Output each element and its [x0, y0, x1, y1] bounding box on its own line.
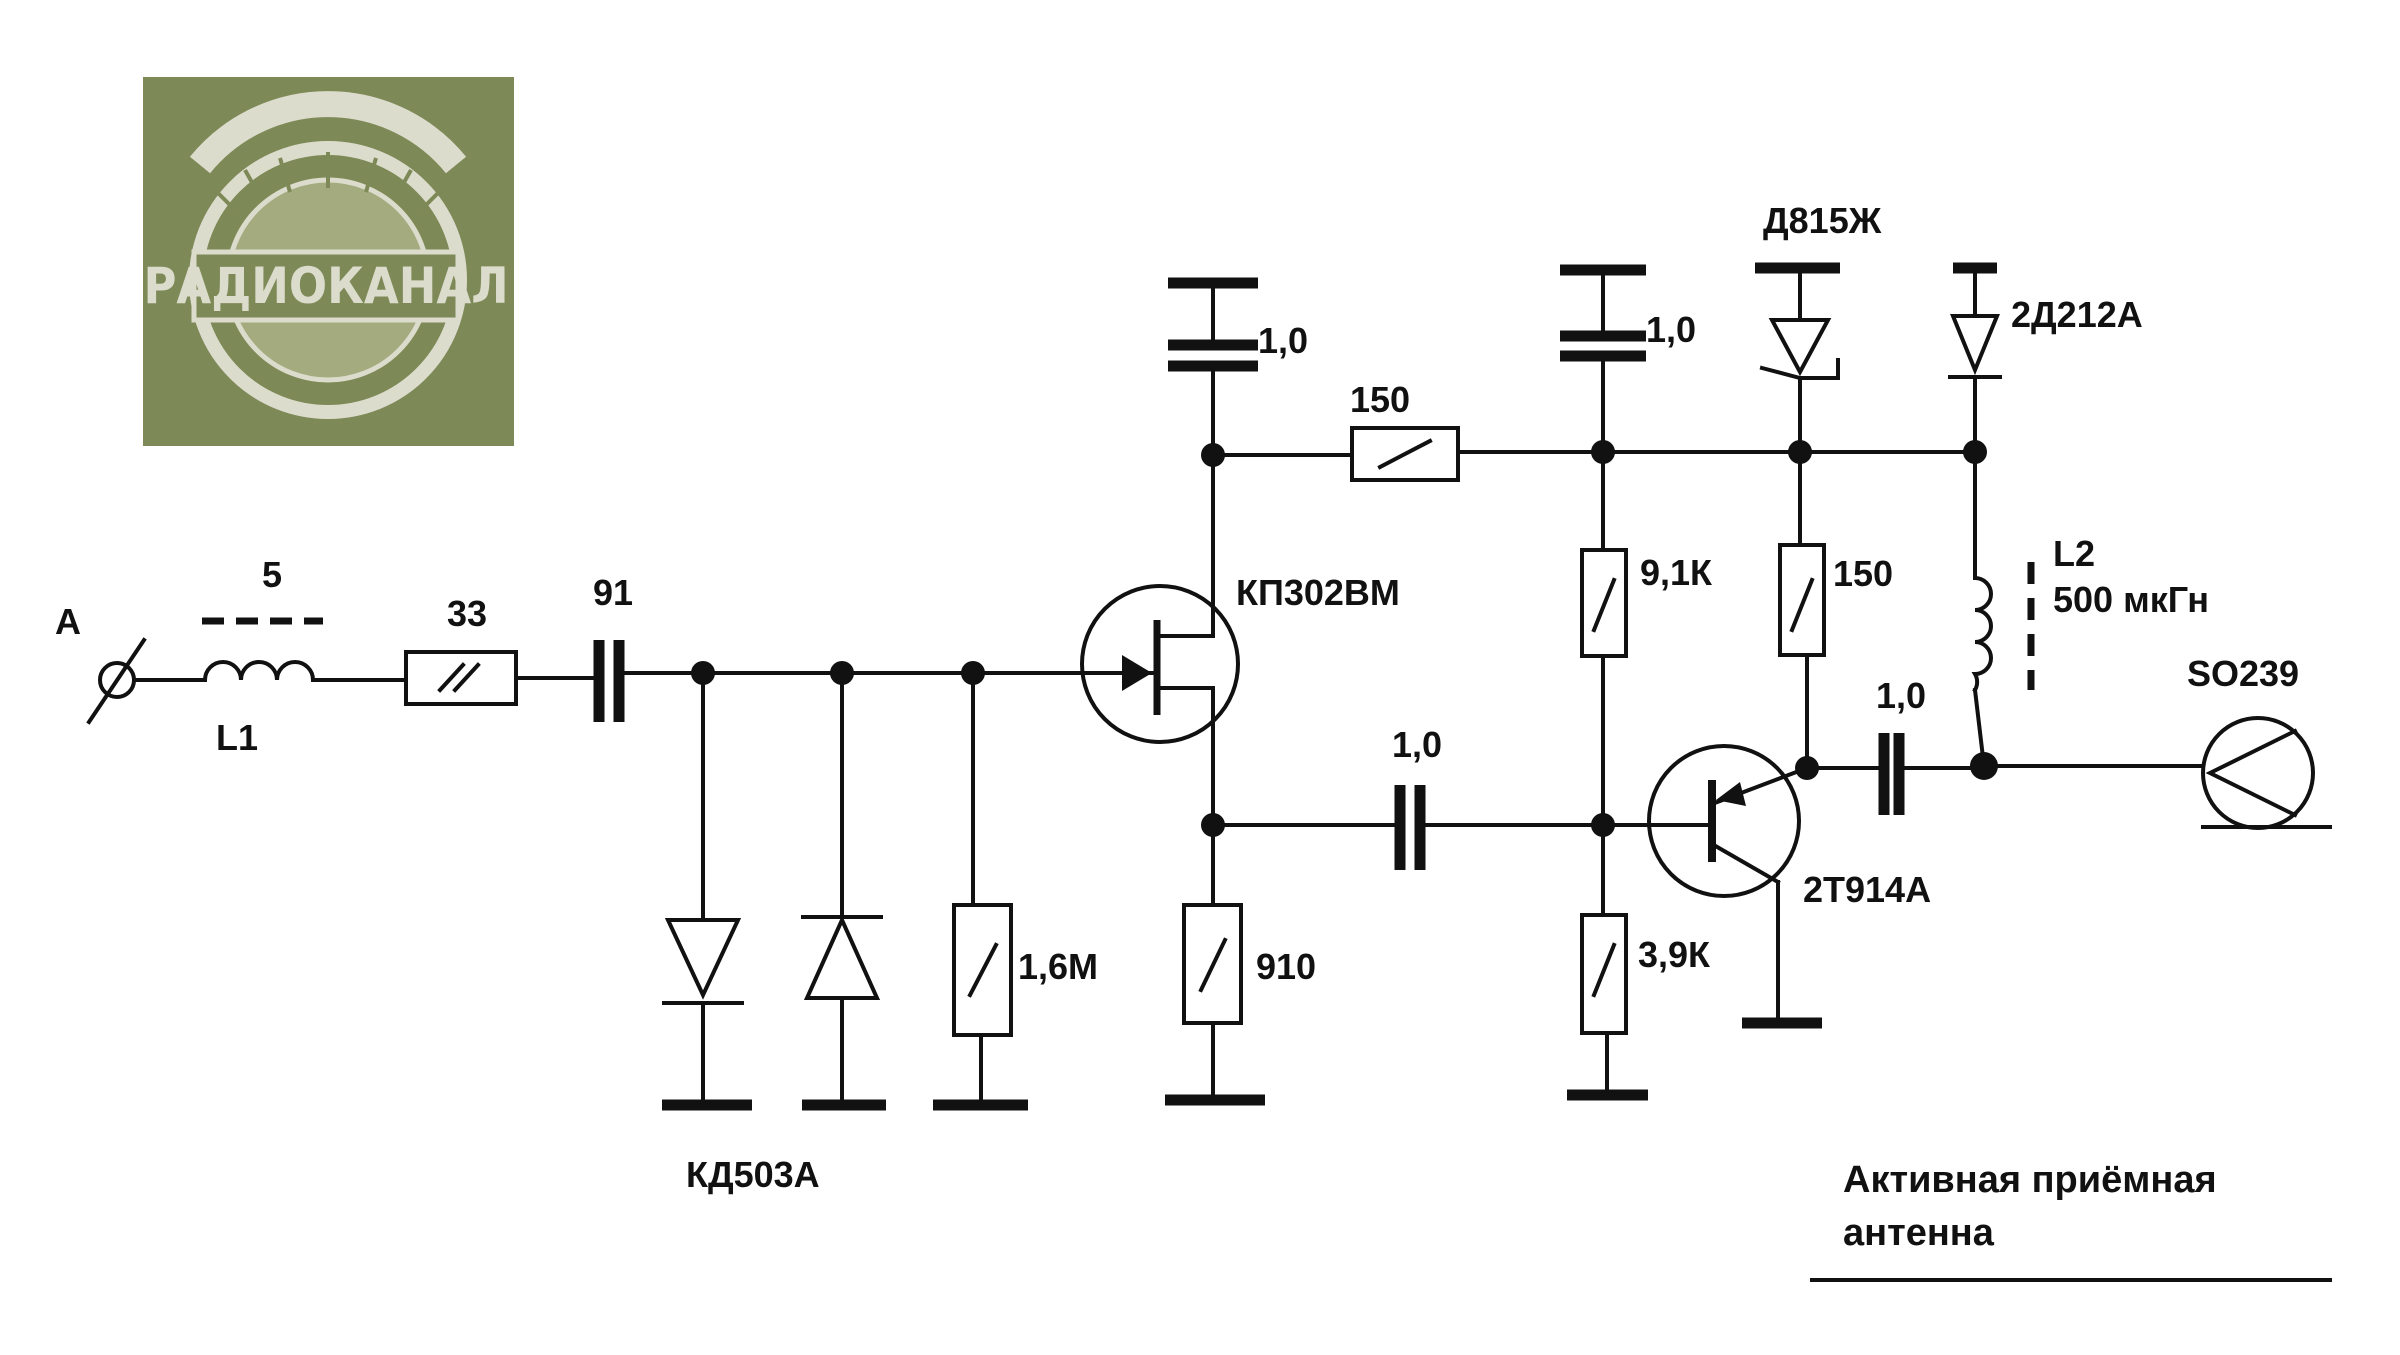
logo: РАДИОКАНАЛ [143, 77, 514, 446]
label-r-collector: 150 [1833, 553, 1893, 594]
label-antenna: A [55, 601, 81, 642]
resistor-bias-bottom [1567, 823, 1648, 1101]
label-r-gate: 1,6М [1018, 946, 1098, 987]
transistor-2t914a [1601, 744, 1822, 1029]
label-c-coupling-2: 1,0 [1876, 675, 1926, 716]
connector-so239 [2201, 716, 2332, 830]
label-fet: КП302ВМ [1236, 572, 1400, 613]
resistor-collector [1778, 450, 1826, 770]
label-l1-name: L1 [216, 717, 258, 758]
label-l1-value: 5 [262, 554, 282, 595]
label-zener: Д815Ж [1763, 200, 1882, 241]
label-l2-name: L2 [2053, 533, 2095, 574]
label-r-feed: 150 [1350, 379, 1410, 420]
label-connector: SO239 [2187, 653, 2299, 694]
label-c-fet-decoupling: 1,0 [1258, 320, 1308, 361]
label-r-input: 33 [447, 593, 487, 634]
logo-text: РАДИОКАНАЛ [143, 257, 508, 315]
caption-line-1: Активная приёмная [1843, 1159, 2217, 1201]
resistor-feed [1350, 426, 1460, 482]
diode-2d212a [1948, 262, 2002, 454]
inductor-l1 [202, 617, 408, 683]
label-r-bias-bottom: 3,9К [1638, 934, 1711, 975]
resistor-input [404, 650, 597, 706]
antenna-terminal [86, 637, 207, 725]
resistor-gate [933, 671, 1028, 1111]
resistor-bias-top [1580, 450, 1628, 827]
label-c-input: 91 [593, 572, 633, 613]
label-c-coupling-1: 1,0 [1392, 724, 1442, 765]
inductor-l2 [1971, 450, 2035, 769]
zener-d815zh [1755, 262, 1840, 454]
resistor-source [1165, 823, 1265, 1106]
capacitor-coupling-2 [1805, 733, 1986, 815]
label-c-decoupling-2: 1,0 [1646, 309, 1696, 350]
diode-kd503a-1 [662, 671, 752, 1111]
capacitor-coupling-1 [1211, 785, 1605, 870]
caption-line-2: антенна [1843, 1212, 1995, 1254]
fet-kp302vm [1080, 453, 1240, 827]
label-diodes: КД503А [686, 1154, 820, 1195]
label-l2-value: 500 мкГн [2053, 579, 2209, 620]
capacitor-drain-decoupling [1168, 277, 1258, 457]
capacitor-decoupling-2 [1560, 264, 1646, 454]
label-transistor: 2Т914А [1803, 869, 1931, 910]
capacitor-input [593, 640, 625, 722]
diode-kd503a-2 [801, 671, 886, 1111]
label-r-bias-top: 9,1К [1640, 552, 1713, 593]
label-diode-2: 2Д212А [2011, 294, 2143, 335]
label-r-source: 910 [1256, 946, 1316, 987]
